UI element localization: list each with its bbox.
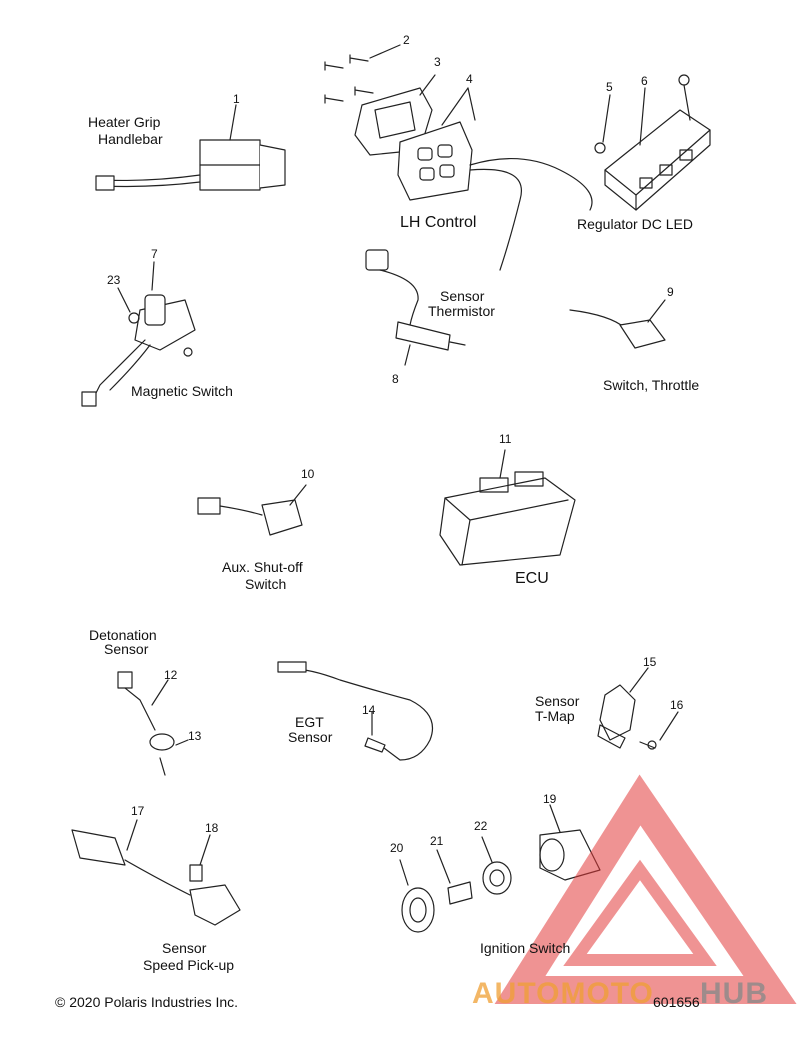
callout-16: 16	[670, 698, 684, 712]
lh-control-label: LH Control	[400, 214, 477, 231]
callout-18: 18	[205, 821, 219, 835]
ignition-switch-label: Ignition Switch	[480, 940, 571, 956]
throttle-switch-label: Switch, Throttle	[603, 377, 700, 393]
magnetic-switch-label: Magnetic Switch	[131, 383, 233, 399]
speed-pickup-label-1: Sensor	[162, 940, 207, 956]
aux-shutoff-label-1: Aux. Shut-off	[222, 559, 303, 575]
tmap-label-2: T-Map	[535, 708, 575, 724]
callout-19: 19	[543, 792, 557, 806]
ignition-switch	[399, 804, 601, 933]
sensor-thermistor-label-1: Sensor	[440, 288, 485, 304]
magnetic-switch	[81, 261, 196, 407]
heater-grip-connector	[95, 104, 286, 191]
thermistor-sensor	[365, 249, 466, 366]
callout-3: 3	[434, 55, 441, 69]
callout-15: 15	[643, 655, 657, 669]
screws	[324, 44, 401, 104]
regulator-dc-led	[594, 74, 711, 211]
ecu-label: ECU	[515, 570, 549, 587]
callout-7: 7	[151, 247, 158, 261]
detonation-sensor	[117, 671, 189, 776]
part-number: 601656	[653, 994, 700, 1010]
watermark-brand-2: HUB	[700, 977, 768, 1010]
callout-11: 11	[499, 432, 512, 446]
callout-22: 22	[474, 819, 488, 833]
egt-label-1: EGT	[295, 714, 324, 730]
callout-20: 20	[390, 841, 404, 855]
speed-pickup-label-2: Speed Pick-up	[143, 957, 235, 973]
callout-9: 9	[667, 285, 674, 299]
copyright-text: © 2020 Polaris Industries Inc.	[55, 994, 239, 1010]
callout-21: 21	[430, 834, 444, 848]
tmap-label-1: Sensor	[535, 693, 580, 709]
throttle-switch	[569, 299, 666, 349]
callout-4: 4	[466, 72, 473, 86]
callout-12: 12	[164, 668, 178, 682]
callout-10: 10	[301, 467, 315, 481]
watermark-brand-1: AUTOMOTO	[472, 977, 654, 1010]
callout-2: 2	[403, 33, 410, 47]
watermark-logo	[494, 774, 797, 1004]
callout-14: 14	[362, 703, 376, 717]
callout-1: 1	[233, 92, 240, 106]
detonation-label-2: Sensor	[104, 641, 149, 657]
callout-5: 5	[606, 80, 613, 94]
sensor-thermistor-label-2: Thermistor	[428, 303, 495, 319]
speed-pickup-sensor	[71, 819, 241, 926]
heater-grip-label: Heater Grip	[88, 114, 161, 130]
regulator-label: Regulator DC LED	[577, 216, 693, 232]
callout-6: 6	[641, 74, 648, 88]
detonation-label-1: Detonation	[89, 627, 157, 643]
egt-label-2: Sensor	[288, 729, 333, 745]
callout-8: 8	[392, 372, 399, 386]
ecu-module	[439, 449, 576, 566]
egt-sensor	[277, 661, 434, 761]
callout-23: 23	[107, 273, 121, 287]
lh-control-housing	[354, 74, 593, 271]
aux-shutoff-switch	[197, 484, 307, 536]
callout-13: 13	[188, 729, 202, 743]
tmap-sensor	[597, 667, 679, 750]
callout-17: 17	[131, 804, 145, 818]
aux-shutoff-label-2: Switch	[245, 576, 287, 592]
handlebar-label: Handlebar	[98, 131, 163, 147]
